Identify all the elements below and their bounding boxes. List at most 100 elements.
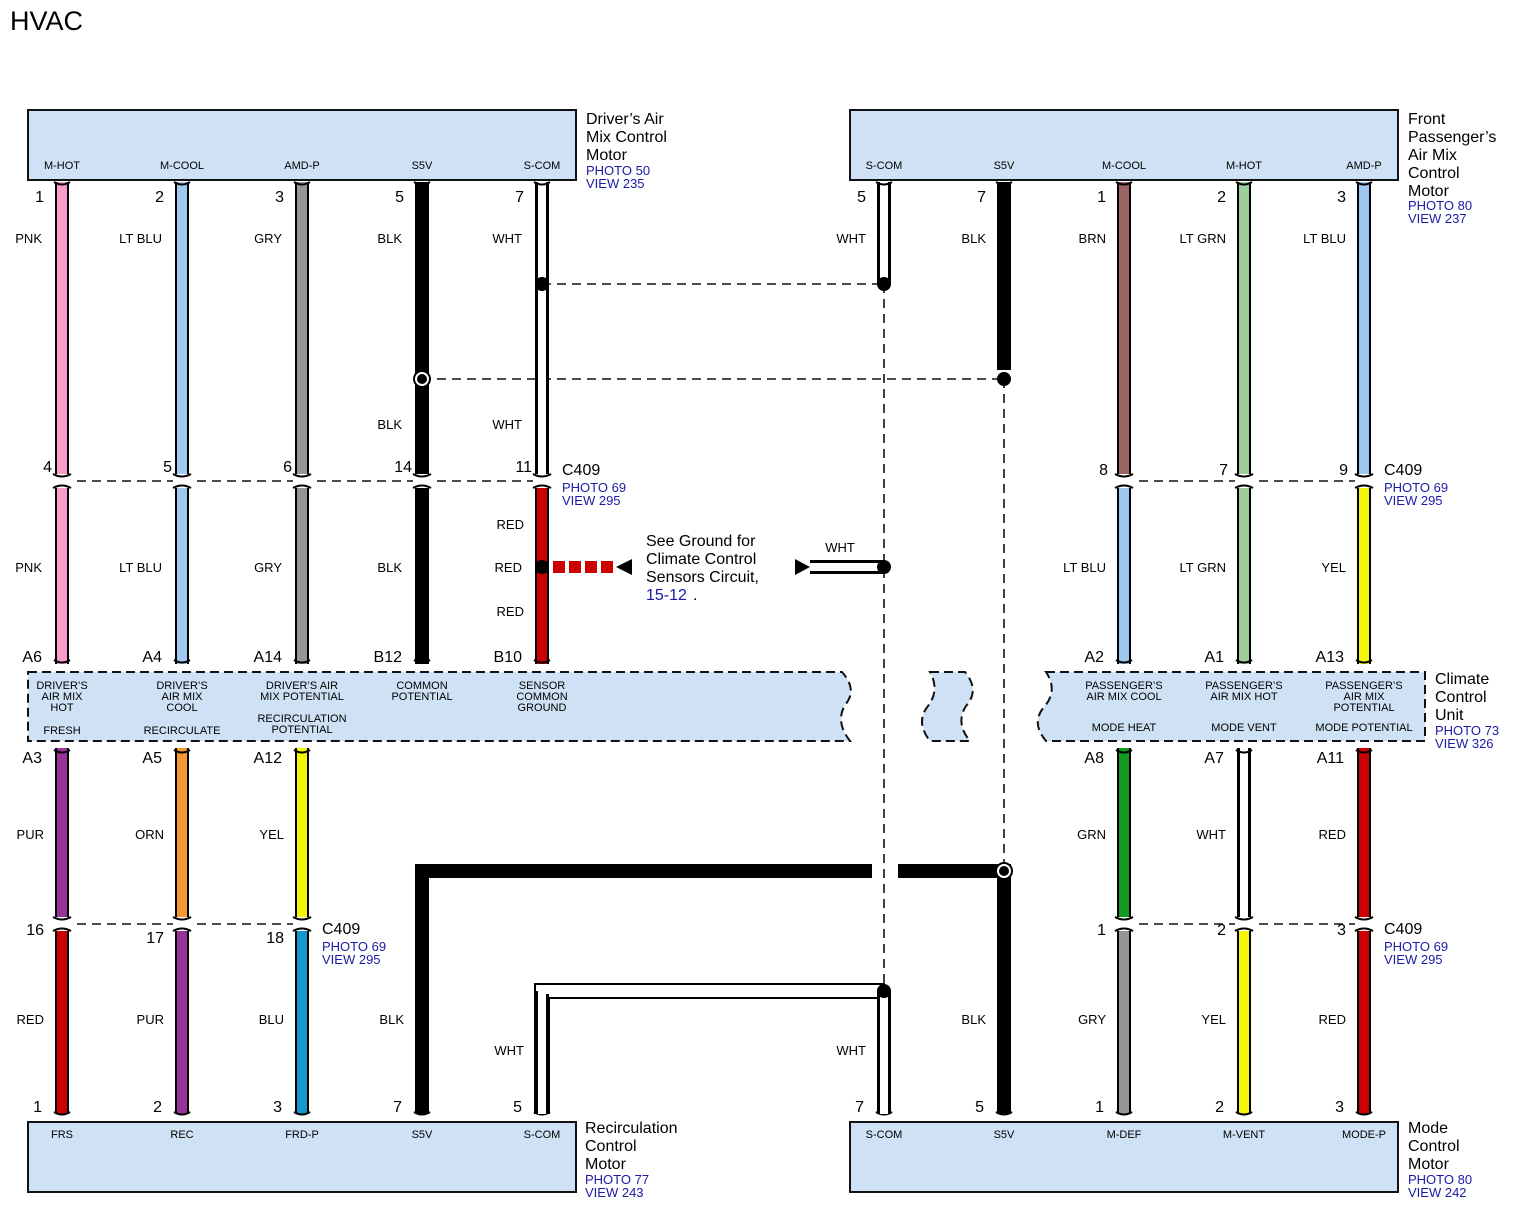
wire-lower-right-top-3-core bbox=[1119, 748, 1129, 917]
ground-arrow-head bbox=[616, 559, 632, 575]
wire-mode-s5v-core bbox=[999, 864, 1009, 1114]
passenger-motor-pin-name: M-COOL bbox=[1102, 160, 1146, 172]
mode-motor-label: Mode bbox=[1408, 1120, 1448, 1137]
pin-cap-ccu-lower-right-3 bbox=[1115, 749, 1133, 754]
wire-color-label: YEL bbox=[1201, 1012, 1226, 1027]
ccu-left-terminal-label: POTENTIAL bbox=[391, 691, 452, 703]
splice-sensor-ground bbox=[535, 560, 549, 574]
wire-color-label: RED bbox=[495, 560, 522, 575]
wire-upper-right-5-core bbox=[1359, 182, 1369, 474]
pin-cap-recirc-1 bbox=[53, 1111, 71, 1116]
c409-lower-left-terminal-3-gap bbox=[293, 918, 311, 930]
ccu-pin-number: A12 bbox=[254, 750, 283, 767]
wire-upper-right-1-core bbox=[880, 182, 888, 284]
c409-lower-left-terminal-2-upper bbox=[172, 916, 192, 921]
c409-lower-right-terminal-3-lower bbox=[1114, 927, 1134, 932]
ccu-pin-number: B10 bbox=[494, 649, 523, 666]
wire-lower-left-top-2-core bbox=[177, 748, 187, 917]
recirc-motor-pin-name: FRS bbox=[51, 1129, 73, 1141]
connector-pin-number: 3 bbox=[1337, 922, 1346, 939]
pin-number: 5 bbox=[975, 1099, 984, 1116]
ccu-left-terminal-label: DRIVER’S AIR bbox=[266, 680, 338, 692]
recirculation-motor-box bbox=[27, 1121, 577, 1193]
pin-cap-mode-3 bbox=[1115, 1111, 1133, 1116]
ground-note-link: 15-12 bbox=[646, 587, 687, 604]
pin-cap-mode-5 bbox=[1355, 1111, 1373, 1116]
wire-lower-left-bottom-2-core bbox=[177, 931, 187, 1114]
wire-color-label: LT BLU bbox=[119, 231, 162, 246]
pin-number: 1 bbox=[1095, 1099, 1104, 1116]
pin-cap-ccu-upper-right-5 bbox=[1355, 659, 1373, 664]
wire-upper-right-lower-5-core bbox=[1359, 488, 1369, 664]
c409-lower-left-terminal-2-gap bbox=[173, 918, 191, 930]
pin-cap-ccu-upper-right-4 bbox=[1235, 659, 1253, 664]
wire-recirc-scom-core bbox=[538, 991, 546, 1114]
drivers-motor-label: Motor bbox=[586, 147, 628, 164]
passenger-motor-pin-name: AMD-P bbox=[1346, 160, 1381, 172]
wire-color-label: LT BLU bbox=[119, 560, 162, 575]
ccu-label: Climate bbox=[1435, 671, 1489, 688]
pin-cap-recirc-3 bbox=[293, 1111, 311, 1116]
passenger-motor-label: Passenger’s bbox=[1408, 129, 1496, 146]
pin-cap-ccu-lower-left-2 bbox=[173, 749, 191, 754]
wire-lower-left-bottom-1-core bbox=[57, 931, 67, 1114]
c409-upper-left-terminal-1-lower bbox=[52, 484, 72, 489]
c409-upper-left-terminal-5-gap bbox=[533, 475, 551, 487]
ccu-left-terminal-label: HOT bbox=[50, 702, 74, 714]
drivers-motor-pin-name: AMD-P bbox=[284, 160, 319, 172]
c409-upper-left-terminal-3-lower bbox=[292, 484, 312, 489]
c409-view-ref: VIEW 295 bbox=[1384, 952, 1443, 967]
c409-photo-ref: PHOTO 69 bbox=[322, 939, 386, 954]
pin-cap-ccu-upper-left-1 bbox=[53, 659, 71, 664]
pin-number: 1 bbox=[35, 189, 44, 206]
c409-photo-ref: PHOTO 69 bbox=[1384, 480, 1448, 495]
drivers-motor-view-ref: VIEW 235 bbox=[586, 176, 645, 191]
connector-pin-number: 7 bbox=[1219, 462, 1228, 479]
drivers-air-mix-motor-box bbox=[27, 109, 577, 181]
wire-color-label: YEL bbox=[1321, 560, 1346, 575]
mode-motor-pin-name: MODE-P bbox=[1342, 1129, 1386, 1141]
ccu-pin-number: A2 bbox=[1084, 649, 1104, 666]
drivers-motor-pin-name: M-HOT bbox=[44, 160, 80, 172]
pin-number: 2 bbox=[155, 189, 164, 206]
c409-lower-right-terminal-4-lower bbox=[1234, 927, 1254, 932]
recirc-motor-label: Control bbox=[585, 1138, 637, 1155]
pin-number: 2 bbox=[153, 1099, 162, 1116]
ccu-pin-number: B12 bbox=[374, 649, 403, 666]
mode-motor-label: Motor bbox=[1408, 1156, 1450, 1173]
ccu-right-lower-label: MODE VENT bbox=[1211, 722, 1277, 734]
passenger-air-mix-motor-box bbox=[849, 109, 1399, 181]
wire-color-label: BRN bbox=[1079, 231, 1106, 246]
connector-pin-number: 18 bbox=[266, 930, 284, 947]
connector-pin-number: 14 bbox=[394, 459, 412, 476]
pin-cap-ccu-lower-right-4 bbox=[1235, 749, 1253, 754]
c409-label: C409 bbox=[1384, 921, 1422, 938]
ccu-pin-number: A11 bbox=[1317, 750, 1344, 767]
pin-number: 7 bbox=[855, 1099, 864, 1116]
c409-upper-left-terminal-3-upper bbox=[292, 473, 312, 478]
ccu-left-terminal-label: COOL bbox=[166, 702, 197, 714]
c409-view-ref: VIEW 295 bbox=[562, 493, 621, 508]
wire-color-label: LT BLU bbox=[1303, 231, 1346, 246]
c409-upper-left-terminal-3-gap bbox=[293, 475, 311, 487]
wire-color-label: RED bbox=[497, 604, 524, 619]
pin-cap-passenger-3 bbox=[1115, 181, 1133, 186]
ccu-left-lower-label: FRESH bbox=[43, 725, 80, 737]
passenger-motor-pin-name: M-HOT bbox=[1226, 160, 1262, 172]
wire-upper-right-3-core bbox=[1119, 182, 1129, 474]
wire-passenger-s5v-core bbox=[999, 182, 1009, 370]
wire-color-label: WHT bbox=[836, 231, 866, 246]
ccu-left-terminal-label: MIX POTENTIAL bbox=[260, 691, 344, 703]
wire-upper-left-lower-5-core bbox=[537, 488, 547, 664]
ccu-pin-number: A6 bbox=[22, 649, 42, 666]
wire-color-label: BLK bbox=[379, 1012, 404, 1027]
connector-pin-number: 16 bbox=[26, 922, 44, 939]
ccu-label: Unit bbox=[1435, 707, 1464, 724]
wire-lower-left-bottom-3-core bbox=[297, 931, 307, 1114]
wire-color-label: PNK bbox=[15, 231, 42, 246]
connector-pin-number: 6 bbox=[283, 459, 292, 476]
pin-number: 5 bbox=[857, 189, 866, 206]
c409-lower-left-terminal-3-lower bbox=[292, 927, 312, 932]
c409-lower-left-terminal-1-upper bbox=[52, 916, 72, 921]
wire-upper-right-lower-3-core bbox=[1119, 488, 1129, 664]
